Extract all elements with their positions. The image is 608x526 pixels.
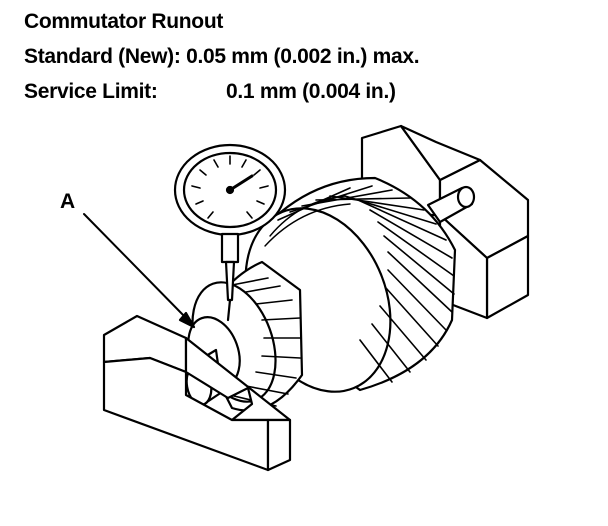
page-title: Commutator Runout [24, 10, 224, 33]
rear-v-block [360, 124, 530, 320]
callout-a-leader [83, 213, 196, 329]
standard-label: Standard (New): [24, 45, 181, 68]
front-v-block [102, 314, 292, 472]
dial-indicator [173, 143, 287, 322]
standard-value: 0.05 mm (0.002 in.) max. [186, 45, 420, 68]
service-limit-value: 0.1 mm (0.004 in.) [226, 80, 396, 103]
armature-core [244, 176, 457, 393]
standard-spec: Standard (New): 0.05 mm (0.002 in.) max. [24, 45, 420, 69]
service-limit-label: Service Limit: [24, 80, 158, 103]
rear-shaft [426, 185, 476, 224]
callout-a-label: A [60, 190, 76, 213]
